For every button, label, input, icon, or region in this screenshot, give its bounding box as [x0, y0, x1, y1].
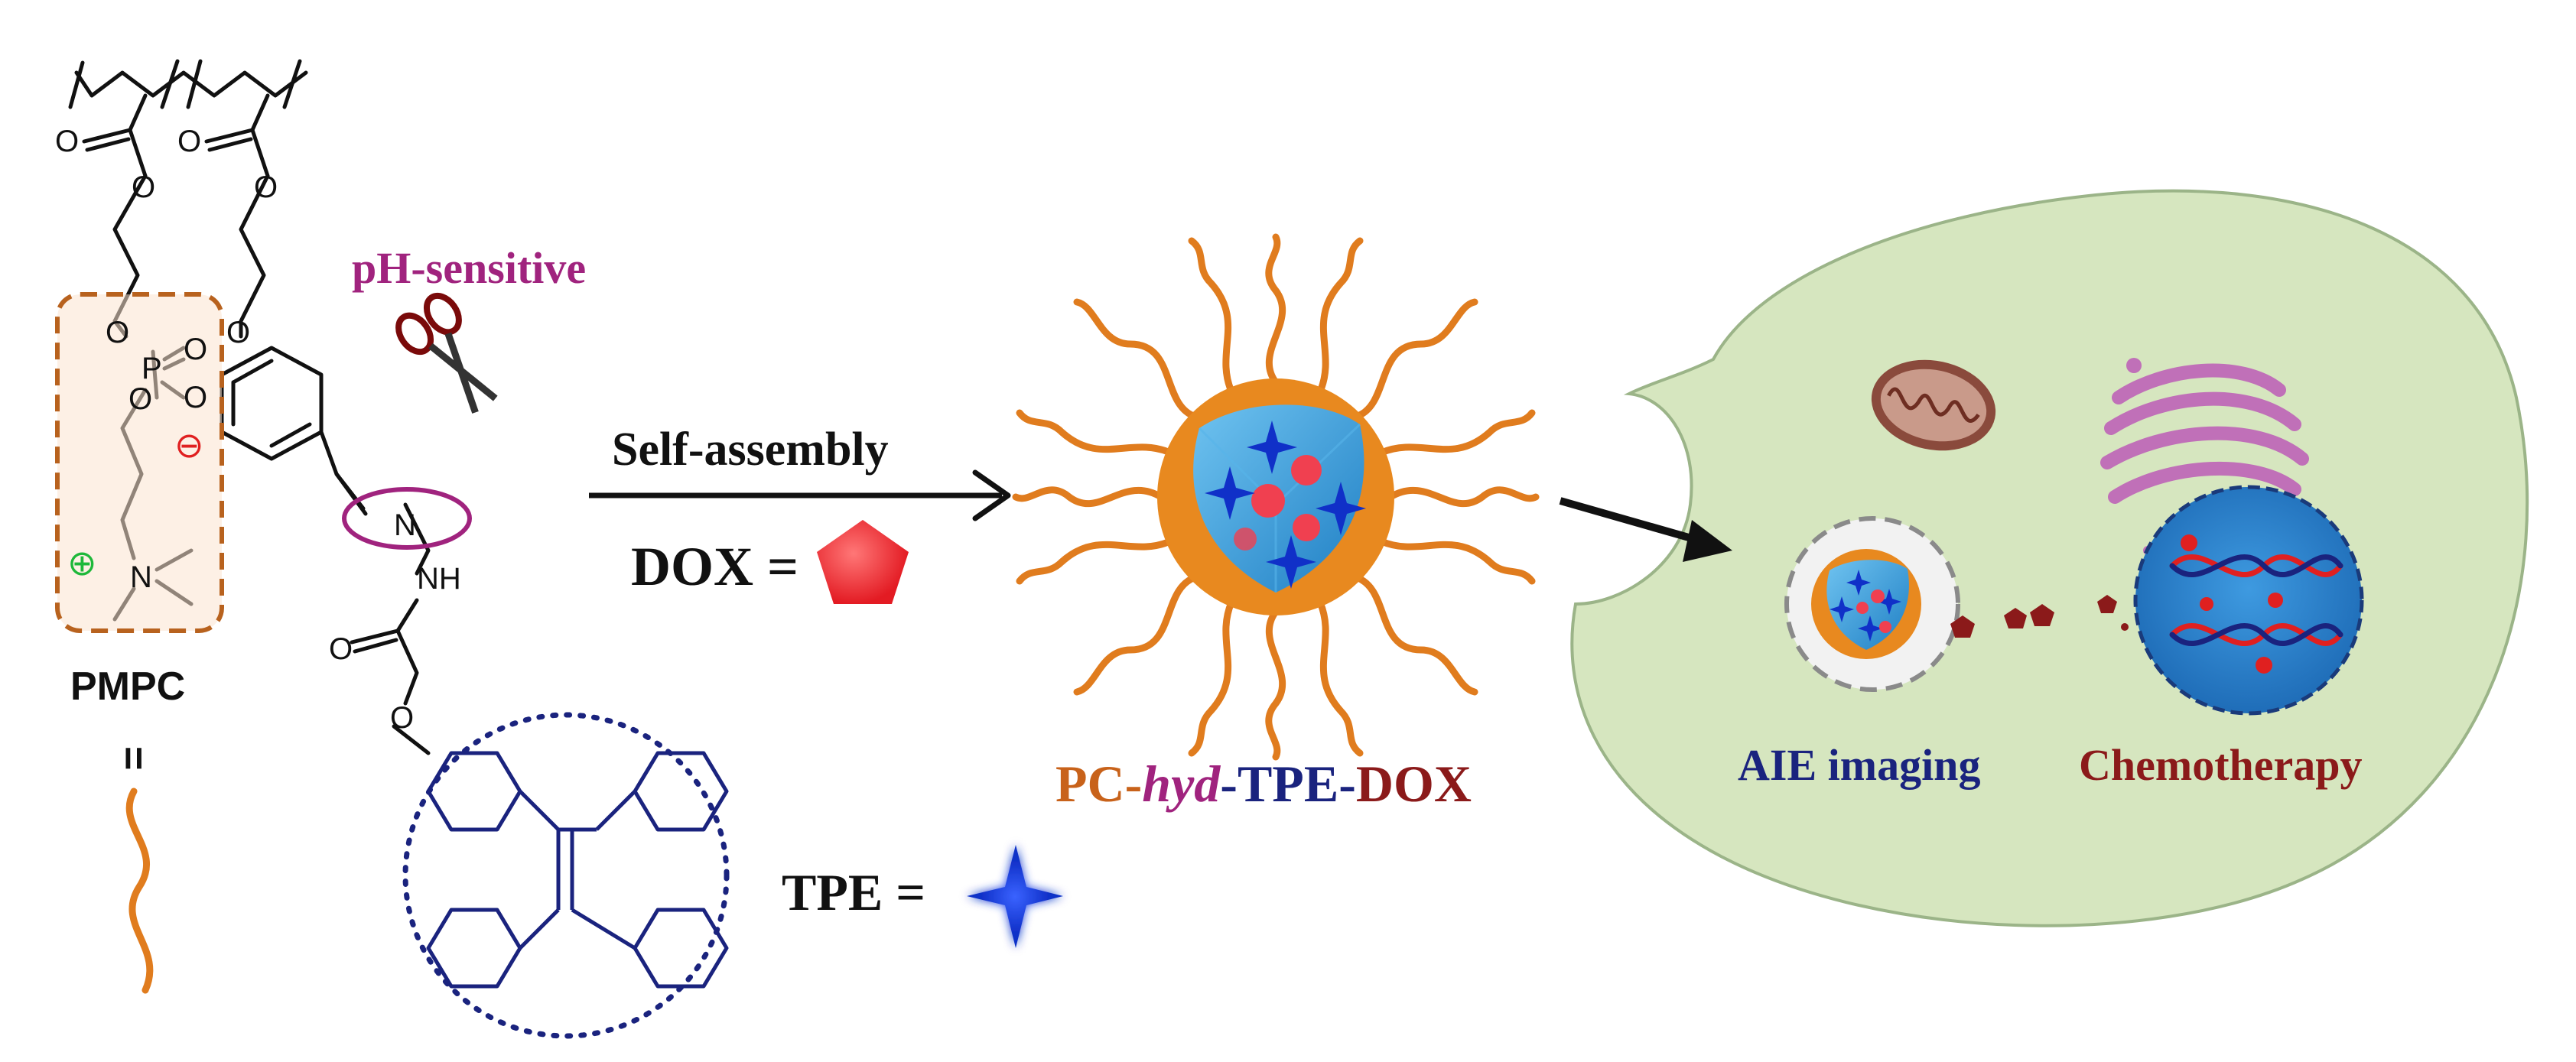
tpe-structure: [402, 712, 730, 1039]
atom-o: O: [184, 333, 207, 366]
arrow-head-icon: [972, 469, 1011, 521]
micelle: [1012, 233, 1540, 761]
atom-o: O: [329, 632, 353, 666]
imine-highlight: [342, 487, 472, 550]
atom-nh: NH: [417, 562, 461, 596]
atom-n: N: [130, 560, 152, 594]
tpe-star-icon: [967, 845, 1063, 948]
golgi-icon: [2100, 363, 2309, 504]
product-label-hyd: hyd: [1142, 755, 1221, 813]
atom-o: O: [184, 381, 207, 414]
pmpc-highlight-box: [55, 292, 224, 633]
pmpc-chain-icon: [125, 788, 154, 994]
pmpc-equals: =: [111, 746, 157, 771]
aie-imaging-label: AIE imaging: [1738, 740, 1980, 790]
atom-o: O: [254, 171, 278, 204]
endosome-micelle: [1811, 549, 1921, 659]
atom-o: O: [390, 701, 414, 735]
product-label-dox: DOX: [1356, 755, 1472, 813]
tpe-legend-label: TPE =: [782, 863, 925, 921]
golgi-vesicle: [2126, 358, 2142, 373]
micelle-corona: [1012, 233, 1540, 761]
cell-membrane: [1570, 189, 2529, 927]
pmpc-label: PMPC: [70, 664, 185, 709]
negative-charge-icon: ⊖: [174, 425, 204, 465]
atom-n: N: [394, 508, 416, 542]
dox-loaded: [1234, 455, 1322, 550]
atom-o: O: [55, 125, 79, 158]
atom-o: O: [132, 171, 155, 204]
dox-legend-label: DOX =: [631, 536, 798, 597]
product-label-pc: PC-: [1055, 755, 1142, 813]
dox-pentagon-icon: [817, 520, 909, 604]
nuclear-dox: [2181, 534, 2283, 674]
atom-o: O: [177, 125, 201, 158]
mitochondrion-icon: [1871, 359, 1996, 451]
product-label-tpe: -TPE-: [1220, 755, 1356, 813]
product-label: PC-hyd-TPE-DOX: [1055, 755, 1472, 813]
arrow-head-icon: [1683, 520, 1732, 562]
atom-o: O: [128, 382, 152, 416]
chemotherapy-label: Chemotherapy: [2079, 740, 2363, 790]
nucleus: [2133, 485, 2364, 716]
self-assembly-label: Self-assembly: [612, 424, 889, 476]
dna-helix-icon: [2169, 554, 2343, 647]
atom-p: P: [141, 352, 162, 385]
tpe-loaded: [1205, 421, 1366, 589]
released-dox: [1950, 588, 2154, 638]
scissors-icon: [395, 292, 498, 414]
ph-sensitive-label: pH-sensitive: [352, 243, 586, 293]
atom-o: O: [226, 316, 250, 349]
atom-o: O: [106, 316, 129, 349]
positive-charge-icon: ⊕: [67, 543, 97, 583]
